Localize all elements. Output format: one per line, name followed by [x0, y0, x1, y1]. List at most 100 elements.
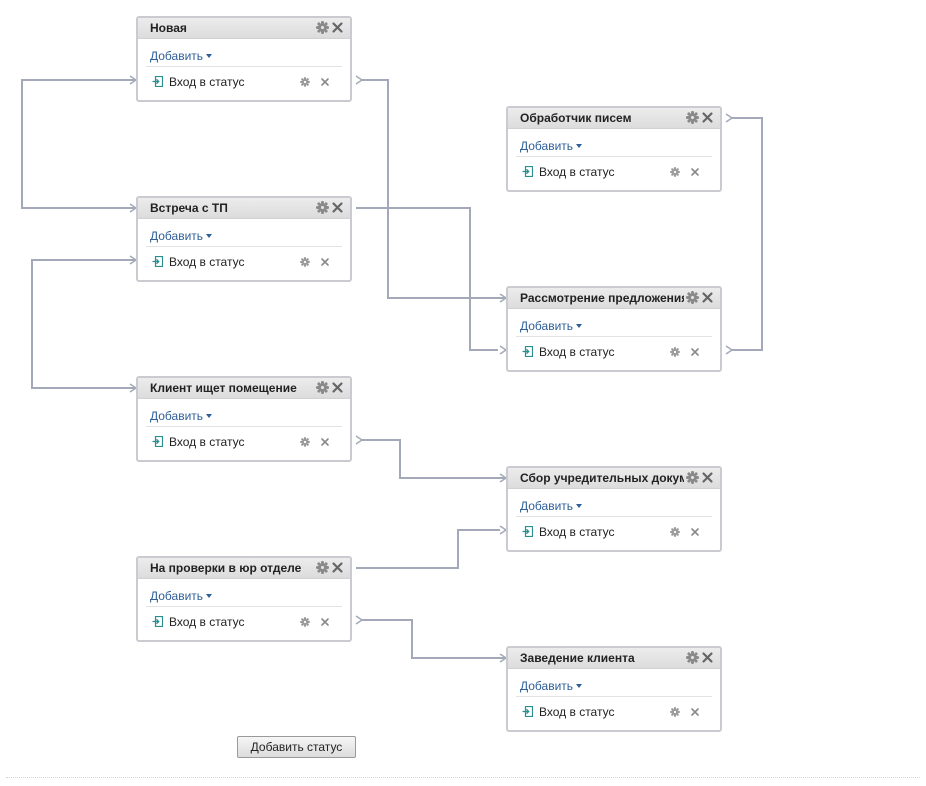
- caret-down-icon[interactable]: [206, 593, 213, 598]
- add-action-link[interactable]: Добавить: [520, 319, 574, 333]
- connector-line: [21, 79, 136, 209]
- trigger-row: Вход в статус: [522, 165, 710, 179]
- trigger-close-icon[interactable]: [690, 167, 700, 177]
- trigger-row: Вход в статус: [522, 525, 710, 539]
- trigger-gear-icon[interactable]: [300, 437, 310, 447]
- trigger-close-icon[interactable]: [690, 707, 700, 717]
- add-action-link[interactable]: Добавить: [150, 589, 204, 603]
- add-action-dropdown[interactable]: Добавить: [150, 589, 213, 603]
- close-icon[interactable]: [701, 291, 714, 304]
- add-action-link[interactable]: Добавить: [520, 679, 574, 693]
- add-action-dropdown[interactable]: Добавить: [150, 229, 213, 243]
- connector-line: [362, 619, 506, 659]
- add-action-link[interactable]: Добавить: [150, 49, 204, 63]
- gear-icon[interactable]: [316, 381, 329, 394]
- trigger-label: Вход в статус: [539, 345, 615, 359]
- add-action-dropdown[interactable]: Добавить: [520, 679, 583, 693]
- add-action-dropdown[interactable]: Добавить: [520, 319, 583, 333]
- connector-line: [31, 259, 136, 389]
- trigger-gear-icon[interactable]: [670, 347, 680, 357]
- trigger-close-icon[interactable]: [320, 77, 330, 87]
- trigger-close-icon[interactable]: [690, 527, 700, 537]
- status-title: Встреча с ТП: [150, 201, 228, 215]
- add-action-link[interactable]: Добавить: [150, 409, 204, 423]
- trigger-gear-icon[interactable]: [670, 527, 680, 537]
- status-card-header[interactable]: Обработчик писем: [508, 108, 720, 129]
- gear-icon[interactable]: [316, 561, 329, 574]
- add-action-link[interactable]: Добавить: [150, 229, 204, 243]
- caret-down-icon[interactable]: [576, 503, 583, 508]
- status-card[interactable]: Клиент ищет помещение Добавить Вход в ст…: [136, 376, 352, 462]
- gear-icon[interactable]: [686, 651, 699, 664]
- add-action-dropdown[interactable]: Добавить: [520, 499, 583, 513]
- divider: [146, 426, 342, 427]
- divider: [516, 336, 712, 337]
- trigger-row: Вход в статус: [152, 255, 340, 269]
- enter-status-icon: [522, 346, 533, 357]
- connector-arrow: [725, 113, 734, 123]
- trigger-close-icon[interactable]: [690, 347, 700, 357]
- status-card-header[interactable]: На проверки в юр отделе: [138, 558, 350, 579]
- close-icon[interactable]: [331, 381, 344, 394]
- trigger-gear-icon[interactable]: [300, 77, 310, 87]
- add-action-dropdown[interactable]: Добавить: [150, 409, 213, 423]
- enter-status-icon: [152, 76, 163, 87]
- trigger-gear-icon[interactable]: [670, 167, 680, 177]
- trigger-label: Вход в статус: [539, 525, 615, 539]
- caret-down-icon[interactable]: [576, 323, 583, 328]
- gear-icon[interactable]: [686, 291, 699, 304]
- connector-arrow: [355, 615, 364, 625]
- status-card[interactable]: Новая Добавить Вход в статус: [136, 16, 352, 102]
- add-action-dropdown[interactable]: Добавить: [150, 49, 213, 63]
- trigger-gear-icon[interactable]: [300, 617, 310, 627]
- connector-line: [362, 79, 506, 299]
- trigger-close-icon[interactable]: [320, 257, 330, 267]
- status-card[interactable]: Заведение клиента Добавить Вход в статус: [506, 646, 722, 732]
- close-icon[interactable]: [331, 21, 344, 34]
- close-icon[interactable]: [701, 111, 714, 124]
- status-card[interactable]: На проверки в юр отделе Добавить Вход в …: [136, 556, 352, 642]
- add-action-link[interactable]: Добавить: [520, 139, 574, 153]
- add-action-link[interactable]: Добавить: [520, 499, 574, 513]
- status-card-header[interactable]: Встреча с ТП: [138, 198, 350, 219]
- divider: [146, 66, 342, 67]
- close-icon[interactable]: [701, 471, 714, 484]
- close-icon[interactable]: [701, 651, 714, 664]
- trigger-gear-icon[interactable]: [670, 707, 680, 717]
- caret-down-icon[interactable]: [206, 233, 213, 238]
- status-card[interactable]: Рассмотрение предложения Добавить Вход в…: [506, 286, 722, 372]
- trigger-close-icon[interactable]: [320, 437, 330, 447]
- caret-down-icon[interactable]: [206, 413, 213, 418]
- enter-status-icon: [152, 256, 163, 267]
- connector-line: [356, 529, 500, 569]
- add-status-button[interactable]: Добавить статус: [237, 736, 356, 758]
- connector-arrow: [355, 75, 364, 85]
- trigger-gear-icon[interactable]: [300, 257, 310, 267]
- enter-status-icon: [522, 706, 533, 717]
- close-icon[interactable]: [331, 561, 344, 574]
- status-card-header[interactable]: Заведение клиента: [508, 648, 720, 669]
- gear-icon[interactable]: [686, 111, 699, 124]
- gear-icon[interactable]: [686, 471, 699, 484]
- status-card-header[interactable]: Рассмотрение предложения: [508, 288, 720, 309]
- status-card[interactable]: Встреча с ТП Добавить Вход в статус: [136, 196, 352, 282]
- status-card-header[interactable]: Новая: [138, 18, 350, 39]
- status-card-header[interactable]: Клиент ищет помещение: [138, 378, 350, 399]
- status-card[interactable]: Сбор учредительных документов Добавить В…: [506, 466, 722, 552]
- trigger-row: Вход в статус: [522, 345, 710, 359]
- trigger-row: Вход в статус: [152, 615, 340, 629]
- gear-icon[interactable]: [316, 21, 329, 34]
- add-action-dropdown[interactable]: Добавить: [520, 139, 583, 153]
- caret-down-icon[interactable]: [576, 143, 583, 148]
- connector-arrow: [355, 435, 364, 445]
- status-card[interactable]: Обработчик писем Добавить Вход в статус: [506, 106, 722, 192]
- caret-down-icon[interactable]: [206, 53, 213, 58]
- status-card-header[interactable]: Сбор учредительных документов: [508, 468, 720, 489]
- caret-down-icon[interactable]: [576, 683, 583, 688]
- gear-icon[interactable]: [316, 201, 329, 214]
- trigger-close-icon[interactable]: [320, 617, 330, 627]
- trigger-row: Вход в статус: [152, 75, 340, 89]
- status-title: На проверки в юр отделе: [150, 561, 302, 575]
- close-icon[interactable]: [331, 201, 344, 214]
- enter-status-icon: [152, 436, 163, 447]
